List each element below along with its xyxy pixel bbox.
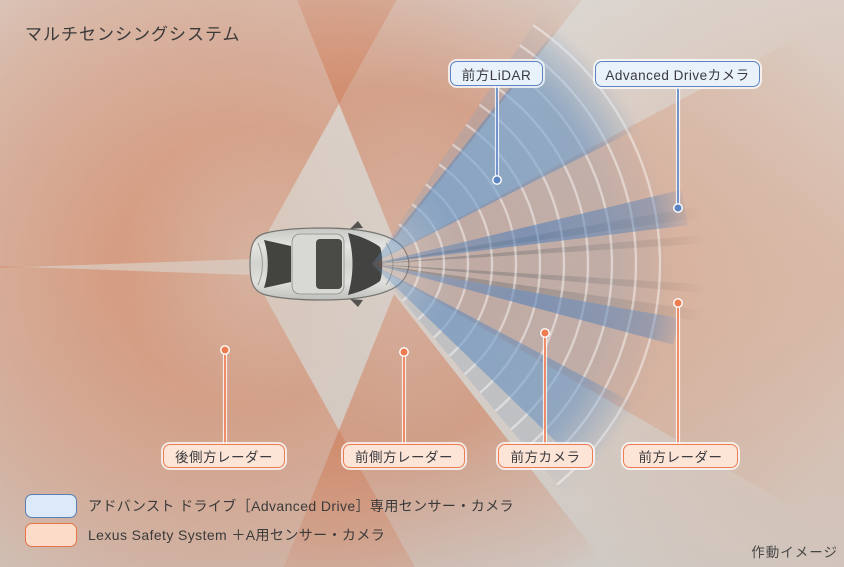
footer-note: 作動イメージ <box>751 545 838 560</box>
legend-swatch-blue <box>25 493 77 518</box>
label-front-side-radar: 前側方レーダー <box>343 444 465 468</box>
advanced-drive-camera-dot <box>673 203 683 213</box>
rear-side-radar-dot <box>220 345 230 355</box>
lower-blue-lobe <box>372 264 637 473</box>
advanced-drive-camera-beam <box>372 189 688 264</box>
label-rear-side-radar: 後側方レーダー <box>163 444 285 468</box>
label-front-camera: 前方カメラ <box>498 444 593 468</box>
front-lidar-dot <box>492 175 502 185</box>
lower-narrow-beam <box>372 264 680 345</box>
legend-row-lss: Lexus Safety System ＋A用センサー・カメラ <box>25 520 514 549</box>
label-front-radar: 前方レーダー <box>623 444 738 468</box>
front-camera-dot <box>540 328 550 338</box>
car-windshield <box>348 233 383 295</box>
front-radar-dot <box>673 298 683 308</box>
car-rear-window <box>264 240 291 288</box>
leader-lines <box>220 86 683 445</box>
legend-label: アドバンスト ドライブ［Advanced Drive］専用センサー・カメラ <box>88 497 514 514</box>
car-top-view <box>249 221 410 307</box>
car-trunk-line <box>257 242 263 286</box>
front-lidar-cone <box>372 27 640 264</box>
car-mirror-right <box>350 299 363 307</box>
legend-row-advanced-drive: アドバンスト ドライブ［Advanced Drive］専用センサー・カメラ <box>25 491 514 520</box>
page-title: マルチセンシングシステム <box>25 25 241 44</box>
label-advanced-drive-camera: Advanced Driveカメラ <box>595 61 760 87</box>
rear-side-radar-cone-right <box>0 266 415 567</box>
lidar-range-rings <box>372 11 662 498</box>
rear-side-radar-cone-left <box>0 0 397 268</box>
legend-swatch-orange <box>25 522 77 547</box>
front-side-radar-dot <box>399 347 409 357</box>
legend-label: Lexus Safety System ＋A用センサー・カメラ <box>88 526 386 543</box>
car-mirror-left <box>350 221 363 229</box>
label-front-lidar: 前方LiDAR <box>450 61 543 86</box>
car-sunroof <box>316 239 342 289</box>
legend: アドバンスト ドライブ［Advanced Drive］専用センサー・カメラ Le… <box>25 491 514 549</box>
front-side-radar-cone-right <box>283 294 601 567</box>
